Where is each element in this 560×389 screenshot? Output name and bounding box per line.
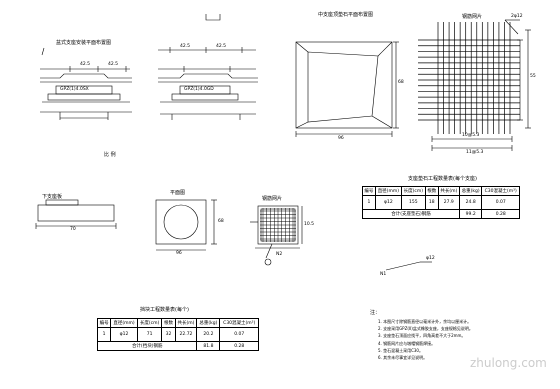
mesh-large-horizontal bbox=[418, 39, 520, 121]
plan-view-title: 平面图 bbox=[170, 190, 186, 196]
table-cell: 27.9 bbox=[437, 195, 460, 210]
table-cell: 合计(支座垫石)钢筋 bbox=[362, 209, 460, 219]
plan-circle bbox=[163, 204, 199, 240]
table-cell: 直径(mm) bbox=[374, 186, 402, 196]
table-cell: 长度(cm) bbox=[400, 186, 426, 196]
dim-70: 70 bbox=[70, 227, 76, 232]
lower-plate-body bbox=[37, 204, 115, 222]
gpz-label-b: GPZ(1)4.0GD bbox=[184, 87, 214, 92]
gpz-label-a: GPZ(1)4.0SX bbox=[60, 87, 89, 92]
dim-2phi12: 2φ12 bbox=[511, 14, 523, 19]
lower-plate-title: 下支座板 bbox=[42, 194, 63, 200]
dim-42-5-b: 42.5 bbox=[108, 62, 119, 67]
mesh-small-title: 钢筋网片 bbox=[262, 196, 283, 202]
notes-title: 注： bbox=[370, 310, 381, 316]
note-line: 1. 本图尺寸除钢筋直径以毫米计外，余均以厘米计。 bbox=[378, 319, 472, 324]
mesh-small-outline bbox=[257, 205, 299, 245]
dim-96: 96 bbox=[338, 136, 344, 141]
table-row: 合计(支座垫石)钢筋 99.2 0.28 bbox=[362, 209, 520, 219]
table-cell: 0.07 bbox=[481, 195, 520, 210]
dim-11x9-5: 11@5.3 bbox=[466, 150, 484, 155]
table1-header-row: 编号 直径(mm) 长度(cm) 根数 共长(m) 总重(kg) C30混凝土(… bbox=[362, 186, 520, 196]
notes-block: 1. 本图尺寸除钢筋直径以毫米计外，余均以厘米计。 2. 支座采用GPZ(II)… bbox=[378, 318, 528, 361]
table-cell: 共长(m) bbox=[437, 186, 460, 196]
table-cell: C30混凝土(m³) bbox=[219, 318, 259, 328]
label-n2: N2 bbox=[276, 252, 283, 257]
table-cell: 合计(挡块)钢筋 bbox=[96, 341, 198, 351]
dim-55: 55 bbox=[530, 74, 536, 79]
table-row: 合计(挡块)钢筋 81.8 0.28 bbox=[96, 341, 259, 351]
table-cell: 编号 bbox=[362, 186, 376, 196]
table-cell: 总重(kg) bbox=[196, 318, 221, 328]
table-cell: 18 bbox=[424, 195, 439, 210]
table-cell: 32 bbox=[161, 327, 176, 342]
note-line: 3. 支座垫石顶面应找平，四角高差不大于2mm。 bbox=[378, 333, 466, 339]
table-cell: 根数 bbox=[424, 186, 439, 196]
table1-title: 支座垫石工程数量表(每个支座) bbox=[408, 176, 477, 182]
section-mark bbox=[205, 14, 221, 21]
table-cell: 总重(kg) bbox=[458, 186, 483, 196]
plan-square bbox=[155, 199, 207, 245]
note-line: 4. 钢筋网片应与墩帽钢筋焊接。 bbox=[378, 340, 436, 346]
table1: 编号 直径(mm) 长度(cm) 根数 共长(m) 总重(kg) C30混凝土(… bbox=[362, 186, 520, 219]
table-cell: φ12 bbox=[374, 195, 402, 210]
dim-96-b: 96 bbox=[176, 251, 182, 256]
table-cell: 155 bbox=[400, 195, 426, 210]
table-cell: 0.28 bbox=[481, 209, 520, 219]
rebar-mesh-title: 钢筋网片 bbox=[462, 14, 483, 20]
dim-10x9-5: 10@5.3 bbox=[462, 133, 480, 138]
dim-42-5-a: 42.5 bbox=[80, 62, 91, 67]
table-cell: 24.8 bbox=[458, 195, 483, 210]
table-cell: C30混凝土(m³) bbox=[481, 186, 520, 196]
cap-top-a bbox=[40, 73, 132, 79]
table-cell: 0.07 bbox=[219, 327, 259, 342]
dim-42-5-c: 42.5 bbox=[180, 44, 191, 49]
table-cell: 20.2 bbox=[196, 327, 221, 342]
table2-title: 挡块工程数量表(每个) bbox=[140, 307, 189, 313]
support-elevation-title: 盆式支座安装平面布置图 bbox=[56, 40, 112, 46]
dim-42-5-d: 42.5 bbox=[216, 44, 227, 49]
pad-plan-inner bbox=[307, 51, 379, 123]
table-cell: 根数 bbox=[161, 318, 176, 328]
table-cell: 编号 bbox=[96, 318, 112, 328]
table-cell: 99.2 bbox=[458, 209, 483, 219]
scale-mark: 比 例 bbox=[104, 152, 116, 158]
note-line: 6. 其余未尽事宜详见说明。 bbox=[378, 355, 428, 361]
table-cell: 81.8 bbox=[196, 341, 221, 351]
table-row: 1 φ12 155 18 27.9 24.8 0.07 bbox=[362, 195, 520, 210]
cap-top-b bbox=[158, 73, 258, 79]
table-cell: φ12 bbox=[110, 327, 138, 342]
label-n1: N1 bbox=[380, 272, 387, 277]
table2: 编号 直径(mm) 长度(cm) 根数 共长(m) 总重(kg) C30混凝土(… bbox=[96, 318, 259, 351]
title-underline-left bbox=[41, 47, 45, 56]
table-cell: 1 bbox=[96, 327, 112, 342]
table-cell: 71 bbox=[136, 327, 163, 342]
dim-10-5: 10.5 bbox=[304, 222, 315, 227]
dim-68: 68 bbox=[398, 80, 404, 85]
label-phi12: φ12 bbox=[426, 256, 435, 261]
table-cell: 直径(mm) bbox=[110, 318, 138, 328]
table-cell: 长度(cm) bbox=[136, 318, 163, 328]
table-cell: 22.72 bbox=[174, 327, 198, 342]
table-row: 1 φ12 71 32 22.72 20.2 0.07 bbox=[96, 327, 259, 342]
dim-68-b: 68 bbox=[218, 219, 224, 224]
note-line: 5. 垫石混凝土采用C30。 bbox=[378, 347, 423, 353]
mesh-large-vertical bbox=[437, 22, 511, 134]
plan-center-title: 中支座顶垫石平面布置图 bbox=[318, 12, 374, 18]
pad-plan-outer bbox=[295, 41, 393, 129]
table2-header-row: 编号 直径(mm) 长度(cm) 根数 共长(m) 总重(kg) C30混凝土(… bbox=[96, 318, 259, 328]
table-cell: 1 bbox=[362, 195, 376, 210]
note-line: 2. 支座采用GPZ(II)盆式橡胶支座，支座规格见说明。 bbox=[378, 326, 473, 332]
table-cell: 共长(m) bbox=[174, 318, 198, 328]
mesh-small-grid bbox=[260, 208, 296, 242]
table-cell: 0.28 bbox=[219, 341, 259, 351]
watermark: zhulong.com bbox=[470, 356, 547, 370]
